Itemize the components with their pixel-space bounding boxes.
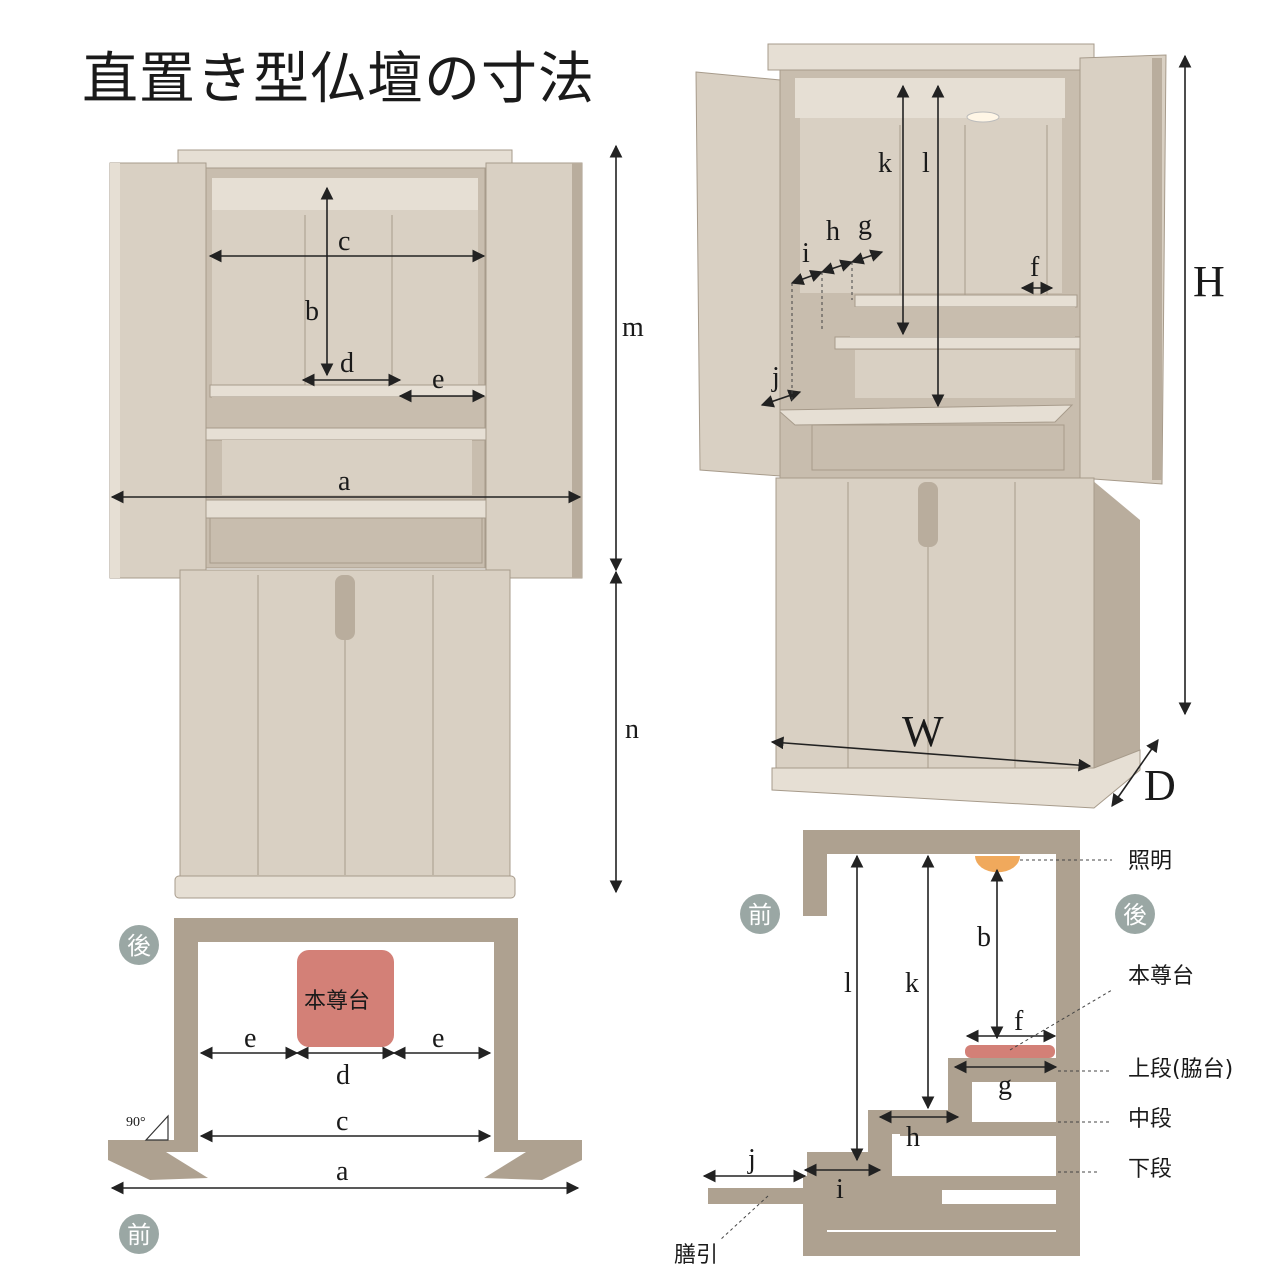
back-badge-label: 後: [127, 932, 151, 960]
section-label-k: k: [905, 968, 919, 999]
front-view-cabinet: [109, 149, 583, 899]
plan-label-e2: e: [432, 1023, 444, 1054]
dim-label-n: n: [625, 714, 639, 745]
section-label-h: h: [906, 1122, 920, 1153]
dim-label-m: m: [622, 312, 644, 343]
dim-label-e: e: [432, 364, 444, 395]
dim-label-g: g: [858, 210, 872, 241]
plan-label-d: d: [336, 1060, 350, 1091]
honzon-stand: [297, 950, 394, 1047]
middle-shelf-label: 中段: [1128, 1107, 1172, 1132]
section-front-badge: [740, 894, 780, 934]
honzon-label: 本尊台: [304, 989, 370, 1014]
section-front-label: 前: [748, 901, 772, 929]
section-label-f: f: [1014, 1006, 1024, 1037]
dim-label-b: b: [305, 296, 319, 327]
section-label-j: j: [747, 1144, 756, 1175]
plan-view: [108, 918, 582, 1195]
section-label-b: b: [977, 922, 991, 953]
front-badge-label: 前: [127, 1221, 151, 1249]
plan-label-a: a: [336, 1156, 349, 1187]
dim-label-D: D: [1144, 761, 1176, 810]
perspective-view-cabinet: [695, 43, 1167, 809]
page-title: 直置き型仏壇の寸法: [82, 47, 595, 112]
dim-label-a: a: [338, 466, 351, 497]
upper-shelf-label: 上段(脇台): [1128, 1057, 1233, 1082]
dim-label-W: W: [902, 707, 944, 756]
dim-label-c: c: [338, 226, 350, 257]
dim-label-j: j: [771, 362, 780, 393]
section-back-badge: [1115, 894, 1155, 934]
dim-label-i: i: [802, 238, 810, 269]
plan-label-c: c: [336, 1106, 348, 1137]
section-back-label: 後: [1123, 901, 1147, 929]
dim-label-H: H: [1193, 257, 1225, 306]
front-badge: [119, 1214, 159, 1254]
plan-label-e1: e: [244, 1023, 256, 1054]
lighting-label: 照明: [1128, 849, 1172, 874]
dim-label-d: d: [340, 348, 354, 379]
section-label-i: i: [836, 1174, 844, 1205]
perspective-view-dimensions: [760, 54, 1192, 808]
section-label-l: l: [844, 968, 852, 999]
dim-label-f: f: [1030, 252, 1040, 283]
section-honzon-label: 本尊台: [1128, 964, 1194, 989]
section-honzon: [965, 1045, 1055, 1058]
lower-shelf-label: 下段: [1128, 1157, 1172, 1182]
back-badge: [119, 925, 159, 965]
zenbiki-label: 膳引: [674, 1243, 718, 1268]
angle-label: 90°: [126, 1115, 146, 1130]
dim-label-l: l: [922, 148, 930, 179]
section-view: [702, 830, 1113, 1256]
section-label-g: g: [998, 1070, 1012, 1101]
dim-label-k: k: [878, 148, 892, 179]
dim-label-h: h: [826, 216, 840, 247]
front-view-dimensions: [110, 144, 623, 894]
